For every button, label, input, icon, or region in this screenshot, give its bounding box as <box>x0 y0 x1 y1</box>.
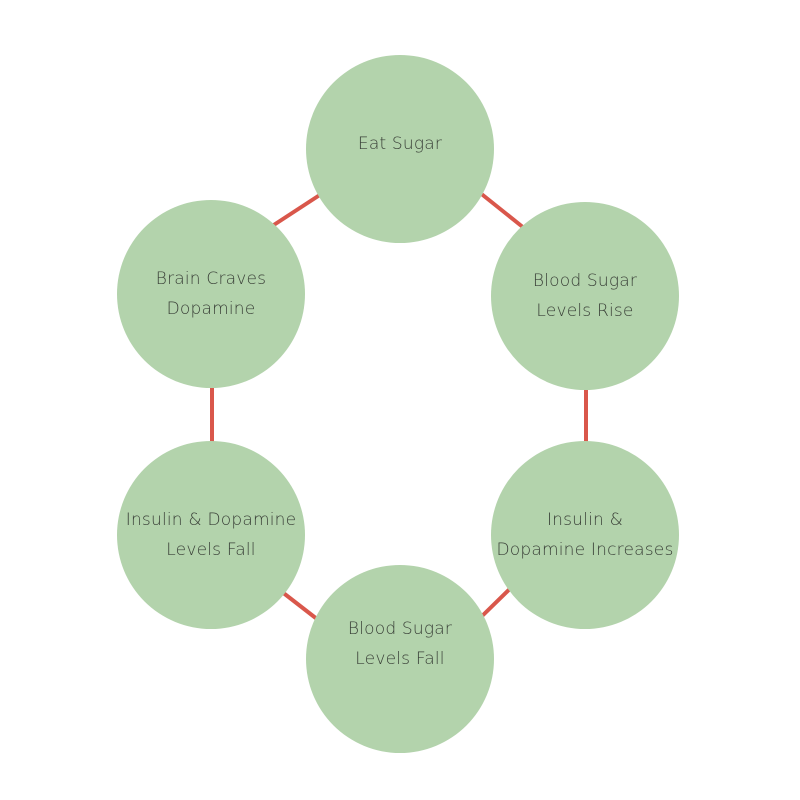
node-label: Levels Fall <box>166 540 256 560</box>
node-brain-craves: Brain Craves Dopamine <box>117 200 305 388</box>
node-insulin-dopamine-fall: Insulin & Dopamine Levels Fall <box>117 441 305 629</box>
node-label: Dopamine Increases <box>496 540 674 560</box>
node-insulin-dopamine-increase: Insulin & Dopamine Increases <box>491 441 679 629</box>
node-label: Insulin & <box>546 510 624 530</box>
node-label: Brain Craves <box>155 269 267 289</box>
node-label: Dopamine <box>166 299 256 319</box>
node-label: Blood Sugar <box>532 271 638 291</box>
node-blood-sugar-fall: Blood Sugar Levels Fall <box>306 565 494 753</box>
node-blood-sugar-rise: Blood Sugar Levels Rise <box>491 202 679 390</box>
node-label: Levels Rise <box>536 301 634 321</box>
node-label: Insulin & Dopamine <box>125 510 297 530</box>
node-label: Eat Sugar <box>357 134 443 154</box>
node-label: Blood Sugar <box>347 619 453 639</box>
node-label: Levels Fall <box>355 649 445 669</box>
node-eat-sugar: Eat Sugar <box>306 55 494 243</box>
